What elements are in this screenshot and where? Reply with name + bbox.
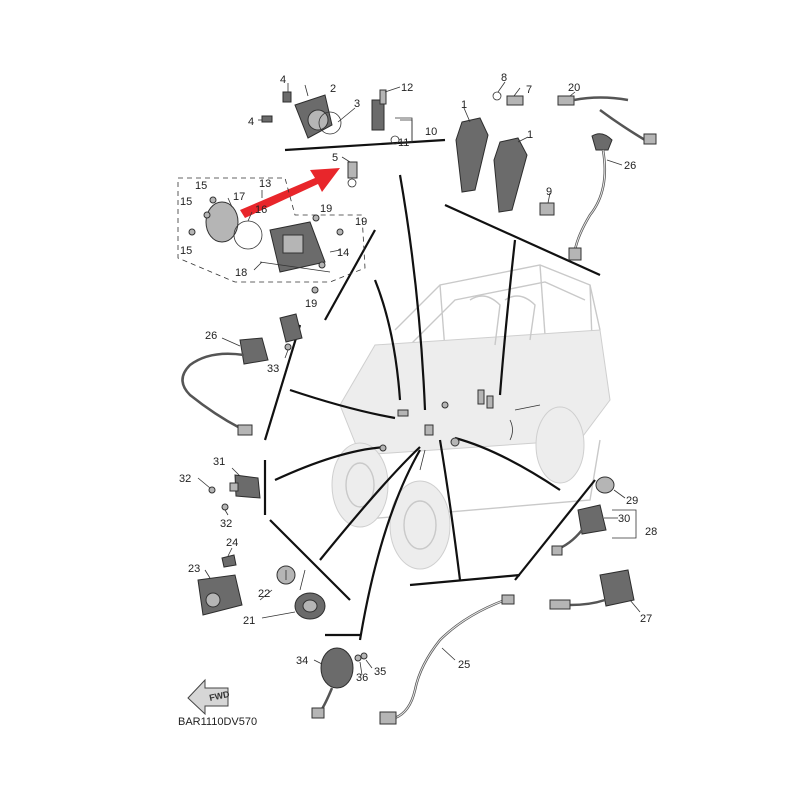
- relay-group: [197, 467, 261, 516]
- highlight-arrow: [240, 168, 340, 218]
- callout-label: 7: [526, 84, 532, 96]
- hub-parts: [379, 389, 541, 471]
- callout-label: 21: [243, 615, 255, 627]
- callout-label: 31: [213, 456, 225, 468]
- throttle-sensor-group: [258, 83, 413, 188]
- top-right-sensors: [492, 81, 657, 261]
- ignition-coils: [455, 107, 555, 216]
- callout-label: 22: [258, 588, 270, 600]
- callout-label: 15: [180, 245, 192, 257]
- callout-label: 34: [296, 655, 308, 667]
- callout-label: 13: [259, 178, 271, 190]
- callout-label: 28: [645, 526, 657, 538]
- callout-label: 32: [220, 518, 232, 530]
- vehicle-silhouette: [331, 264, 611, 570]
- callout-label: 24: [226, 537, 238, 549]
- callout-label: 15: [180, 196, 192, 208]
- callout-label: 17: [233, 191, 245, 203]
- callout-labels: 1 1 2 3 4 4 5 7 8 9 10 11 12 13 14 15 15…: [179, 72, 657, 684]
- callout-label: 30: [618, 513, 630, 525]
- callout-label: 11: [398, 137, 409, 149]
- fwd-arrow-icon: FWD: [187, 678, 231, 716]
- callout-label: 10: [425, 126, 437, 138]
- callout-label: 9: [546, 186, 552, 198]
- callout-label: 26: [624, 160, 636, 172]
- callout-label: 19: [355, 216, 367, 228]
- oxygen-sensor-wire: [379, 594, 515, 725]
- callout-label: 33: [267, 363, 279, 375]
- callout-label: 19: [320, 203, 332, 215]
- callout-label: 4: [280, 74, 286, 86]
- callout-label: 19: [305, 298, 317, 310]
- callout-label: 20: [568, 82, 580, 94]
- callout-label: 26: [205, 330, 217, 342]
- callout-label: 5: [332, 152, 338, 164]
- diagram-code: BAR1110DV570: [178, 716, 257, 728]
- ecu-bracket-group: [177, 177, 366, 294]
- callout-label: 23: [188, 563, 200, 575]
- callout-label: 3: [354, 98, 360, 110]
- callout-label: 25: [458, 659, 470, 671]
- callout-label: 4: [248, 116, 254, 128]
- callout-label: 2: [330, 83, 336, 95]
- callout-label: 1: [527, 129, 533, 141]
- left-speed-sensor-group: [181, 313, 303, 436]
- callout-label: 14: [337, 247, 349, 259]
- callout-label: 8: [501, 72, 507, 84]
- bottom-center-sensor-group: [311, 647, 373, 719]
- callout-label: 27: [640, 613, 652, 625]
- callout-label: 32: [179, 473, 191, 485]
- callout-label: 36: [356, 672, 368, 684]
- red-highlight-arrow: [240, 168, 340, 218]
- main-switch-group: [259, 565, 326, 620]
- callout-label: 35: [374, 666, 386, 678]
- callout-label: 15: [195, 180, 207, 192]
- callout-label: 16: [255, 204, 267, 216]
- callout-label: 1: [461, 99, 467, 111]
- fwd-label: FWD: [208, 689, 231, 703]
- callout-label: 29: [626, 495, 638, 507]
- callout-label: 18: [235, 267, 247, 279]
- callout-label: 12: [401, 82, 413, 94]
- starter-group: [197, 547, 243, 616]
- connector-lines: [263, 138, 601, 641]
- right-sensor-group: [549, 476, 641, 613]
